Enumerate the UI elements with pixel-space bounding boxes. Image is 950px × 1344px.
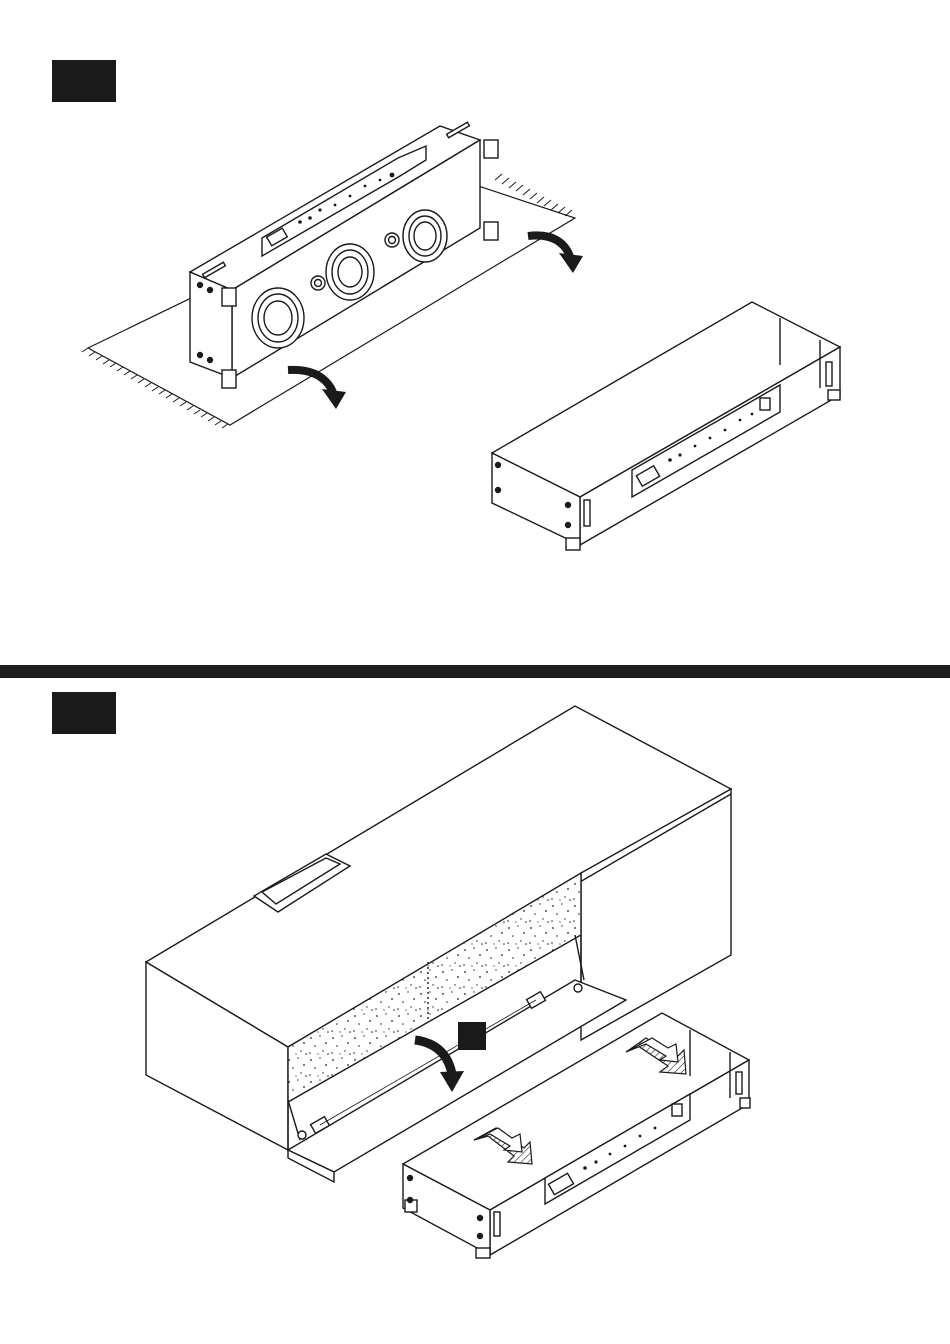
speaker-cone-icon <box>326 244 374 300</box>
section-divider <box>0 665 950 678</box>
step-1-marker <box>52 60 116 102</box>
callout-1 <box>458 1022 486 1050</box>
speaker-cone-icon <box>252 288 304 348</box>
speaker-cone-icon <box>403 210 447 262</box>
speaker-slid-in <box>403 1013 750 1258</box>
curved-arrow-icon <box>528 235 570 256</box>
step-2-marker <box>52 692 116 734</box>
speaker-upright <box>492 302 840 550</box>
